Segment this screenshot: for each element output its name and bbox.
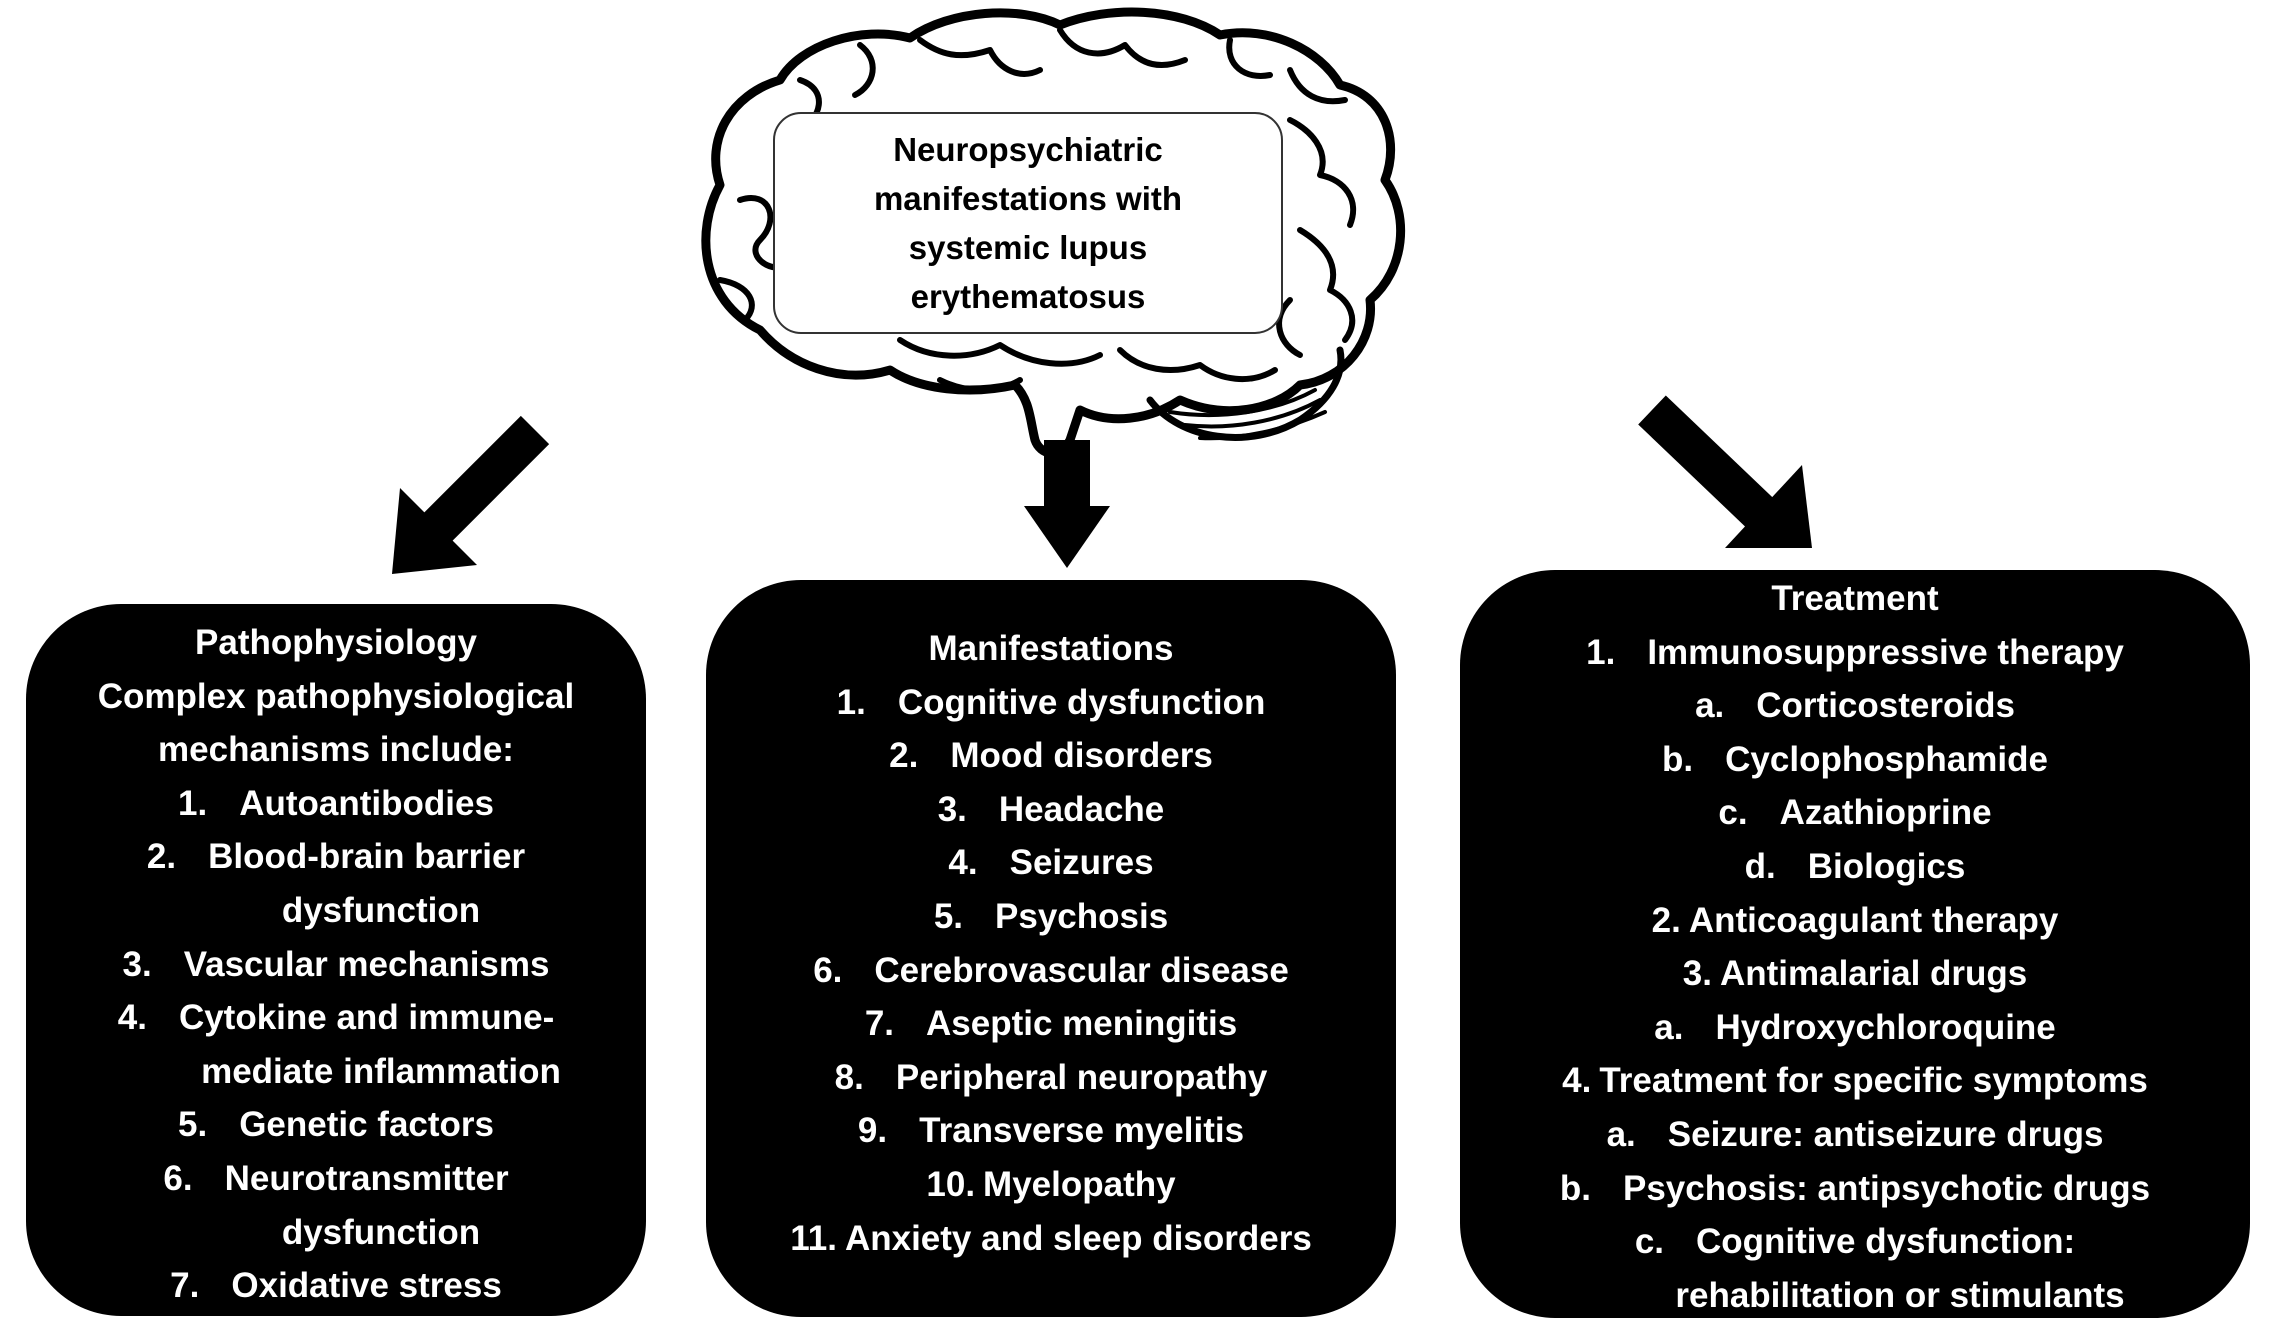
title-line: systemic lupus [908,229,1148,266]
list-item: 1.Cognitive dysfunction [836,682,1266,722]
list-item: a.Hydroxychloroquine [1654,1007,2056,1047]
pathophysiology-intro: mechanisms include: [158,730,514,770]
list-item: c.Cognitive dysfunction: [1634,1222,2076,1262]
list-item: b.Psychosis: antipsychotic drugs [1559,1168,2151,1208]
list-item: 2.Blood-brain barrier [146,837,526,877]
list-item: 4.Treatment for specific symptoms [1562,1061,2148,1101]
title-line: manifestations with [873,180,1183,217]
list-item: 2.Anticoagulant therapy [1651,900,2059,940]
list-item-continued: dysfunction [281,890,481,930]
arrow-right [1638,395,1812,548]
list-item: 4.Seizures [948,843,1154,883]
list-item: 1.Autoantibodies [178,783,494,823]
list-item: 7.Oxidative stress [170,1266,502,1306]
list-item: a.Corticosteroids [1695,686,2015,726]
list-item: 10.Myelopathy [926,1164,1176,1204]
list-item: d.Biologics [1744,846,1966,886]
list-item: 6.Neurotransmitter [163,1158,509,1198]
brain-illustration [701,7,1406,458]
manifestations-panel: Manifestations 1.Cognitive dysfunction 2… [706,580,1396,1317]
arrows [392,395,1812,574]
list-item: 3.Headache [937,789,1165,829]
treatment-panel: Treatment 1.Immunosuppressive therapy a.… [1460,570,2250,1318]
list-item: 11.Anxiety and sleep disorders [790,1218,1312,1258]
list-item: b.Cyclophosphamide [1662,739,2048,779]
list-item: 1.Immunosuppressive therapy [1586,632,2124,672]
treatment-heading: Treatment [1771,579,1939,618]
pathophysiology-intro: Complex pathophysiological [97,676,575,716]
pathophysiology-panel: Pathophysiology Complex pathophysiologic… [26,604,646,1316]
pathophysiology-heading: Pathophysiology [195,623,477,662]
list-item-continued: mediate inflammation [201,1051,561,1091]
list-item-continued: dysfunction [281,1212,481,1252]
arrow-left [392,415,550,574]
title-line: Neuropsychiatric [893,131,1163,168]
arrow-center [1024,440,1110,568]
list-item: 5.Psychosis [933,896,1169,936]
list-item: 7.Aseptic meningitis [864,1004,1238,1044]
list-item: 4.Cytokine and immune- [117,998,555,1038]
list-item: 3.Antimalarial drugs [1682,954,2028,994]
list-item: a.Seizure: antiseizure drugs [1606,1114,2104,1154]
manifestations-heading: Manifestations [928,629,1174,668]
title-line: erythematosus [910,278,1146,315]
list-item-continued: rehabilitation or stimulants [1675,1275,2125,1315]
list-item: 6.Cerebrovascular disease [813,950,1289,990]
list-item: c.Azathioprine [1718,793,1992,833]
list-item: 5.Genetic factors [177,1105,494,1145]
list-item: 9.Transverse myelitis [857,1111,1245,1151]
list-item: 2.Mood disorders [889,736,1213,776]
list-item: 8.Peripheral neuropathy [834,1057,1268,1097]
title-box: Neuropsychiatric manifestations with sys… [773,112,1283,334]
list-item: 3.Vascular mechanisms [122,944,550,984]
title-text: Neuropsychiatric manifestations with sys… [874,125,1182,321]
